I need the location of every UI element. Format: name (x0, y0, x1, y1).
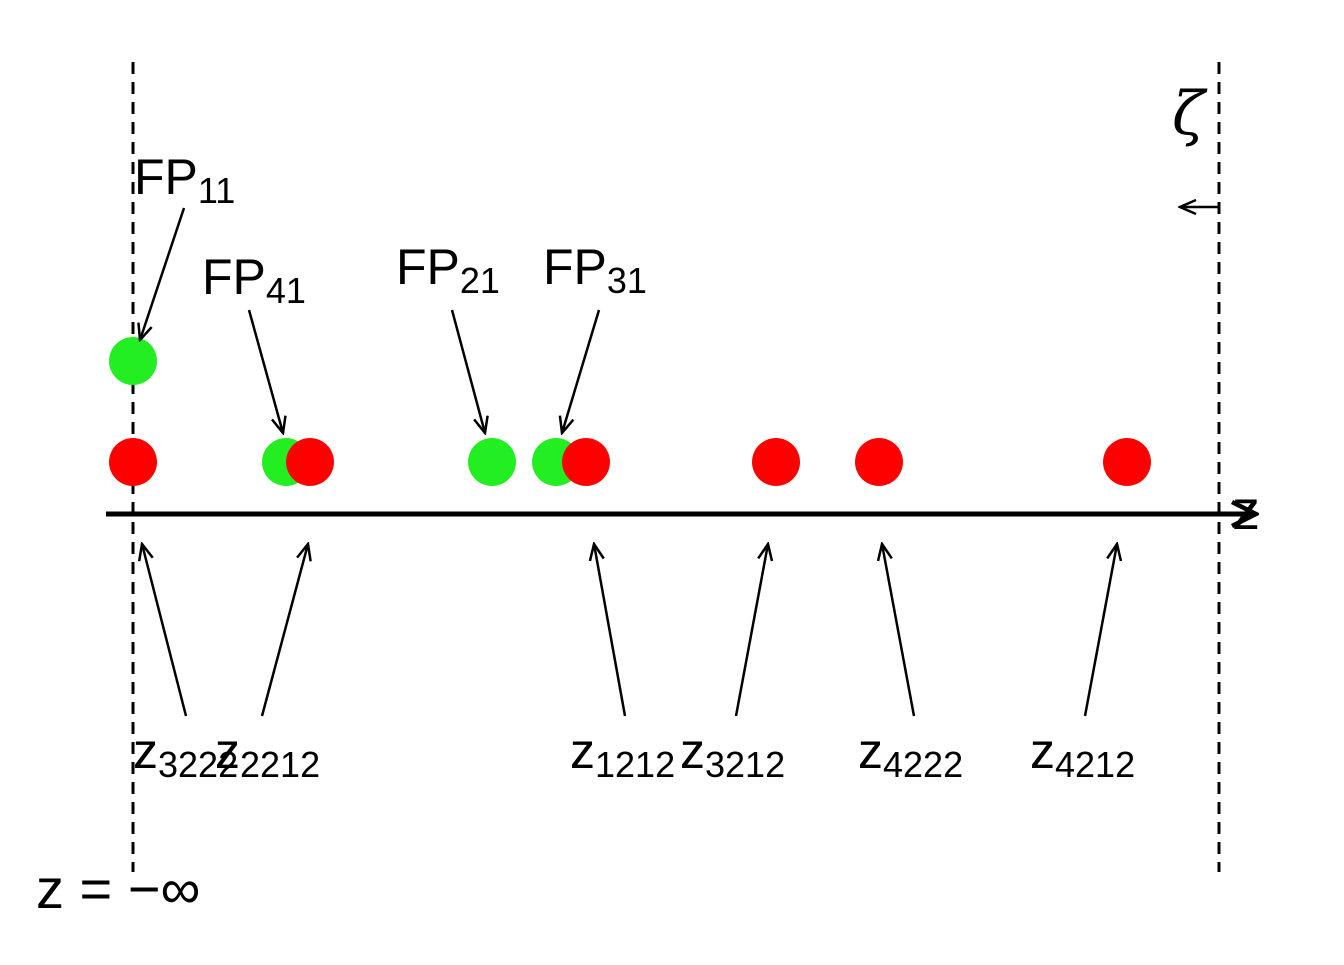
z3222-arrow (142, 544, 188, 717)
z3212-label: z3212 (680, 723, 785, 785)
fp31-label: FP31 (543, 239, 647, 301)
z-point-4222 (855, 438, 903, 486)
z-point-4212 (1103, 438, 1151, 486)
z-point-3222 (109, 438, 157, 486)
zeta-label: ζ (1172, 79, 1208, 149)
z-point-3212 (752, 438, 800, 486)
fp31-arrow (562, 309, 601, 433)
fp11-label: FP11 (134, 149, 235, 211)
fp41-arrow (247, 309, 283, 433)
fp41-label: FP41 (202, 249, 306, 311)
fp11-arrow (140, 207, 186, 340)
fp-point-21 (468, 438, 516, 486)
left-boundary-label: z = −∞ (36, 857, 200, 920)
z-point-1212 (562, 438, 610, 486)
z-point-2212 (286, 438, 334, 486)
z1212-arrow (594, 544, 627, 717)
fp-point-11 (109, 337, 157, 385)
z4222-label: z4222 (858, 723, 963, 785)
z3212-arrow (734, 544, 768, 717)
z4222-arrow (882, 544, 916, 717)
z4212-arrow (1083, 544, 1117, 717)
axis-label: z (1232, 478, 1260, 541)
z2212-arrow (260, 544, 308, 717)
z3222-label: z3222 (133, 723, 238, 785)
fp21-arrow (450, 309, 485, 433)
z4212-label: z4212 (1030, 723, 1135, 785)
z2212-label: z2212 (215, 723, 320, 785)
fp21-label: FP21 (396, 239, 500, 301)
z1212-label: z1212 (570, 723, 675, 785)
